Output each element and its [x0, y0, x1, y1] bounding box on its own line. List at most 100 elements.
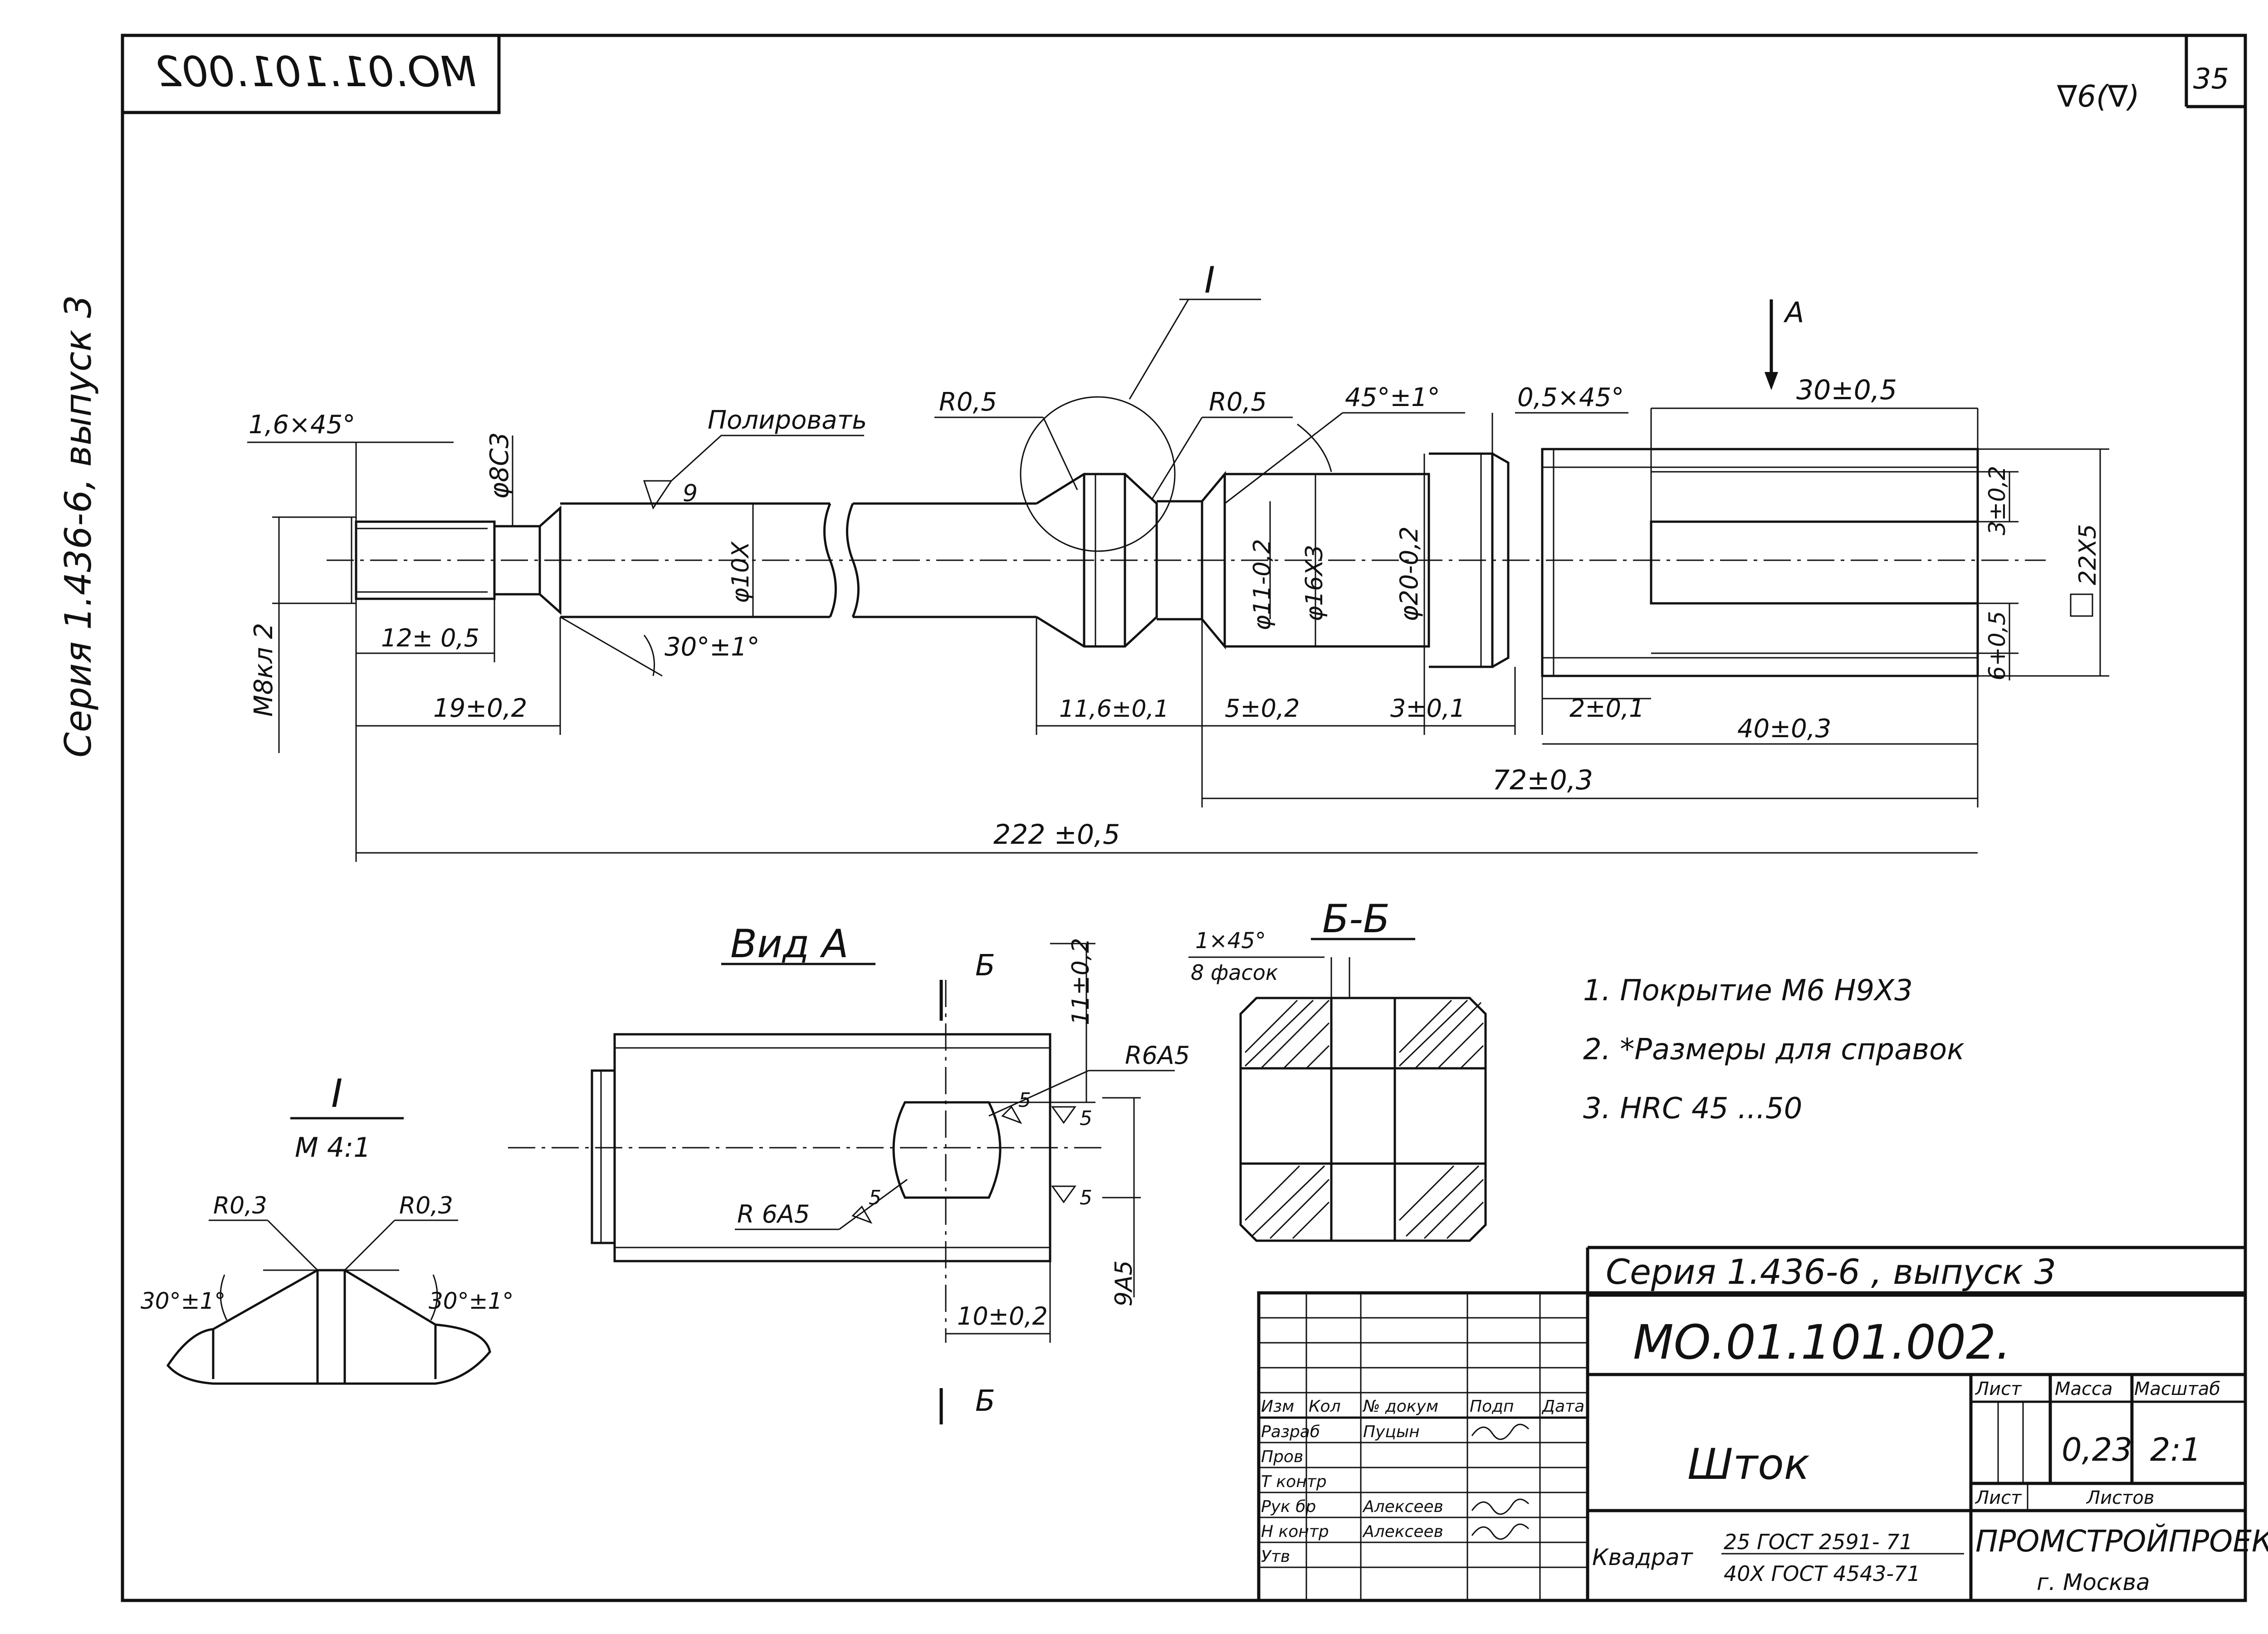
dim-12: 12± 0,5 — [381, 624, 479, 652]
shaft-left — [560, 502, 830, 618]
note-2: 2. *Размеры для справок — [1583, 1033, 1965, 1067]
roughness-5-d: 5 — [1080, 1186, 1092, 1209]
polish-leader — [643, 435, 864, 510]
dim-9a5: 9А5 — [1110, 1260, 1138, 1306]
dim-5: 5±0,2 — [1225, 694, 1300, 723]
tb-material-name: Квадрат — [1592, 1544, 1694, 1570]
tb-scale-label: Масштаб — [2134, 1379, 2220, 1399]
tb-header-date: Дата — [1541, 1397, 1584, 1416]
detail-r03-left: R0,3 — [213, 1192, 267, 1219]
dim-angle-45: 45°±1° — [1345, 383, 1440, 412]
detail-profile — [166, 1269, 491, 1385]
roughness-9: 9 — [683, 480, 698, 507]
rod-main-view: I А — [327, 259, 2046, 677]
view-a-slot — [892, 1101, 1002, 1199]
detail-marker: I — [1204, 259, 1215, 301]
page-number: 35 — [2193, 62, 2229, 95]
slot — [1650, 520, 1978, 605]
square-head — [1541, 448, 1979, 677]
dim-d16: φ16Х3 — [1301, 545, 1328, 621]
neck-section — [494, 525, 541, 596]
tb-material-2: 40Х ГОСТ 4543-71 — [1724, 1561, 1921, 1586]
signature-razrab — [1471, 1424, 1530, 1440]
tb-role-2: Т контр — [1261, 1473, 1327, 1491]
dim-chamfer-left: 1,6×45° — [249, 410, 355, 440]
dim-40: 40±0,3 — [1737, 714, 1831, 744]
dim-19: 19±0,2 — [433, 694, 527, 723]
dim-11-6: 11,6±0,1 — [1059, 695, 1169, 723]
tb-sheets-left: Лист — [1975, 1487, 2022, 1508]
hatch-area — [1244, 999, 1484, 1239]
dim-222: 222 ±0,5 — [993, 819, 1120, 851]
body-d16 — [1225, 473, 1430, 648]
dim-r6a5-top: R6А5 — [1125, 1041, 1190, 1070]
dim-30: 30±0,5 — [1796, 374, 1897, 406]
tb-role-0: Разраб — [1261, 1423, 1320, 1441]
square-symbol-icon — [2070, 593, 2093, 617]
flange-d20 — [1429, 452, 1494, 668]
tb-header-sign: Подп — [1470, 1397, 1514, 1416]
view-a-title: Вид А — [730, 921, 849, 967]
detail-angle-right: 30°±1° — [429, 1288, 513, 1314]
dim-22x5: 22Х5 — [2074, 524, 2102, 585]
section-bb-chamfer: 1×45° — [1195, 928, 1266, 954]
section-bb-outline — [1239, 997, 1487, 1242]
shaft-middle — [853, 502, 1036, 618]
section-bb-count: 8 фасок — [1191, 960, 1278, 985]
tb-mass-value: 0,23 — [2062, 1431, 2132, 1468]
dim-d8c3: φ8С3 — [485, 432, 514, 499]
dim-chamfer-05: 0,5×45° — [1517, 383, 1624, 412]
note-3: 3. НRС 45 ...50 — [1583, 1092, 1802, 1125]
main-dimensions: 1,6×45° φ8С3 Полировать 9 R0,5 R0,5 45°±… — [247, 374, 2109, 862]
polish-label: Полировать — [708, 406, 867, 435]
detail-title: I — [331, 1071, 342, 1116]
detail-i: I М 4:1 R0,3 R0,3 30°±1° 30°±1° — [141, 1071, 513, 1385]
dim-10: 10±0,2 — [957, 1302, 1048, 1331]
title-block: Изм Кол № докум Подп Дата Разраб Пуцын П… — [1257, 1246, 2268, 1602]
section-bb: Б-Б 1×45° 8 фасок — [1188, 896, 1487, 1242]
dim-slot-6: 6+0,5 — [1984, 611, 2010, 680]
dim-angle-30: 30°±1° — [665, 632, 760, 662]
side-series-label: Серия 1.436-6, выпуск 3 — [57, 295, 99, 758]
tb-role-3: Рук бр — [1261, 1497, 1316, 1516]
break-line-left — [823, 503, 837, 617]
stamp-box — [121, 34, 501, 114]
tb-mass-label: Масса — [2055, 1379, 2113, 1399]
tb-city: г. Москва — [2037, 1569, 2150, 1595]
roughness-5-c: 5 — [1080, 1107, 1092, 1130]
note-1: 1. Покрытие М6 Н9Х3 — [1583, 974, 1913, 1008]
section-mark-b-bottom: Б — [975, 1384, 995, 1418]
dim-r6a5-bottom: R 6А5 — [737, 1200, 810, 1228]
tb-sheet-label: Лист — [1975, 1379, 2022, 1399]
dim-m8: М8кл 2 — [249, 623, 279, 717]
tb-role-5: Утв — [1261, 1547, 1290, 1566]
dim-d11: φ11-0,2 — [1249, 539, 1276, 631]
tb-header-kol: Кол — [1309, 1397, 1341, 1416]
notes: 1. Покрытие М6 Н9Х3 2. *Размеры для спра… — [1583, 974, 1965, 1125]
dim-2: 2±0,1 — [1569, 694, 1644, 723]
tb-name-3: Алексеев — [1362, 1497, 1443, 1516]
tb-role-4: Н контр — [1261, 1522, 1329, 1541]
collar — [1036, 473, 1158, 648]
view-a: Вид А Б Б 11±0,2 R6А5 R 6А5 5 5 5 — [508, 921, 1190, 1424]
tb-code: МО.01.101.002. — [1633, 1315, 2011, 1370]
break-line-right — [846, 503, 860, 617]
dim-r05-right: R0,5 — [1209, 387, 1267, 417]
detail-circle — [1020, 396, 1176, 552]
roughness-5-b: 5 — [1018, 1089, 1031, 1112]
tb-material-1: 25 ГОСТ 2591- 71 — [1724, 1530, 1913, 1554]
tb-part-name: Шток — [1687, 1440, 1810, 1489]
dim-d20: φ20-0,2 — [1395, 526, 1423, 621]
section-bb-title: Б-Б — [1322, 896, 1390, 942]
section-mark-b-top: Б — [975, 949, 995, 983]
stamp-mirrored: МО.01.101.002 — [155, 48, 476, 96]
tb-organization: ПРОМСТРОЙПРОЕКТ — [1975, 1523, 2268, 1559]
dim-view-a-11: 11±0,2 — [1067, 938, 1095, 1025]
signature-ruk — [1471, 1498, 1530, 1515]
view-a-arrow-label: А — [1783, 296, 1804, 329]
tb-name-4: Алексеев — [1362, 1522, 1443, 1541]
dim-3: 3±0,1 — [1390, 694, 1465, 723]
detail-scale: М 4:1 — [295, 1132, 371, 1164]
